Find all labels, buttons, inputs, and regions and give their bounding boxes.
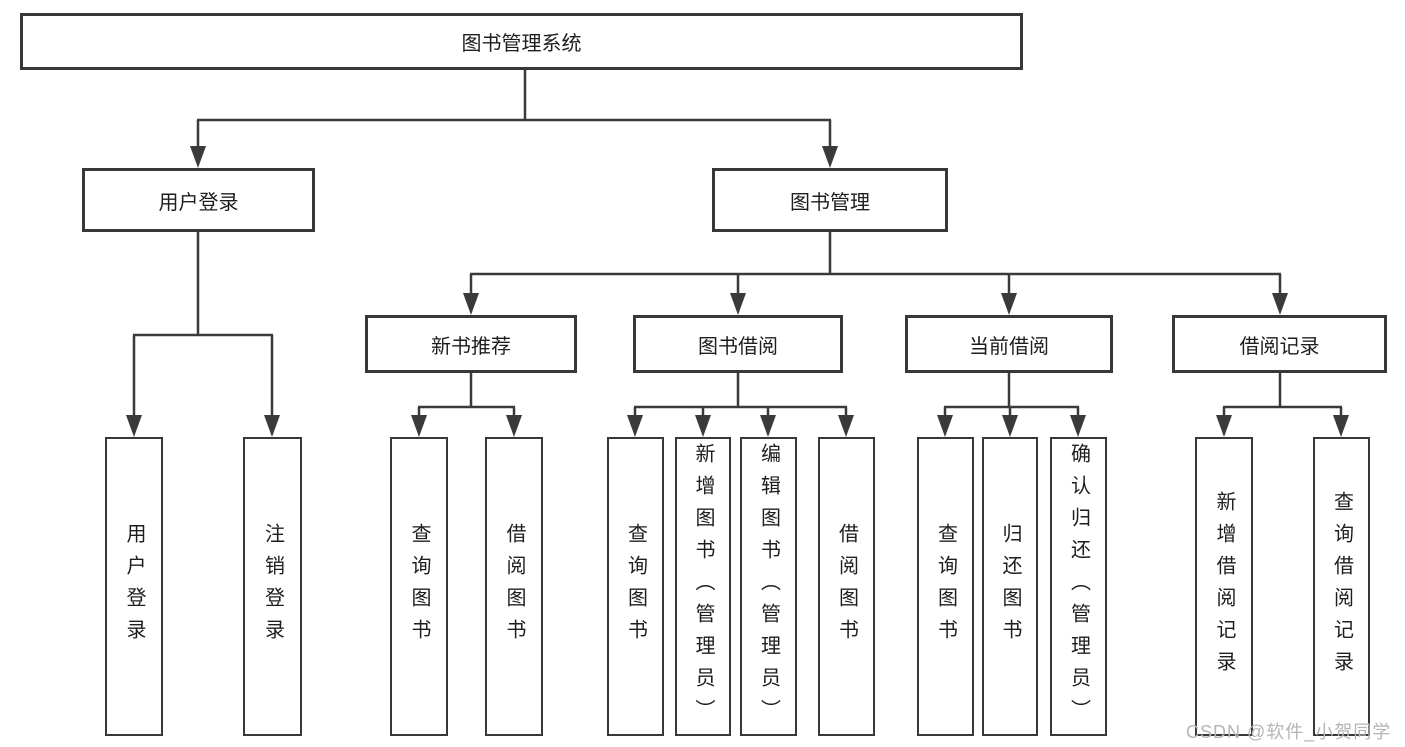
leaf-current-return-books: 归还图书 [982, 437, 1038, 736]
node-book-borrow: 图书借阅 [633, 315, 843, 373]
arrowheads [126, 146, 1349, 437]
node-borrow-records: 借阅记录 [1172, 315, 1387, 373]
leaf-newbook-borrow-books: 借阅图书 [485, 437, 543, 736]
leaf-label: 编辑图书（管理员） [757, 442, 780, 731]
node-label: 图书管理 [790, 191, 870, 214]
leaf-label: 借阅图书 [835, 522, 858, 651]
leaf-label: 借阅图书 [503, 522, 525, 651]
node-label: 图书借阅 [698, 335, 778, 358]
node-label: 新书推荐 [431, 335, 511, 358]
leaf-label: 新增借阅记录 [1213, 490, 1235, 683]
leaf-label: 查询图书 [934, 522, 957, 651]
node-user-login: 用户登录 [82, 168, 315, 232]
leaf-logout: 注销登录 [243, 437, 302, 736]
leaf-label: 用户登录 [123, 522, 145, 651]
leaf-label: 查询借阅记录 [1330, 490, 1353, 683]
node-current-borrow: 当前借阅 [905, 315, 1113, 373]
node-book-management: 图书管理 [712, 168, 948, 232]
node-new-book-recommend: 新书推荐 [365, 315, 577, 373]
leaf-borrow-query-books: 查询图书 [607, 437, 664, 736]
leaf-label: 归还图书 [999, 522, 1021, 651]
leaf-label: 查询图书 [624, 522, 647, 651]
watermark: CSDN @软件_小贺同学 [1186, 722, 1392, 742]
leaf-user-login: 用户登录 [105, 437, 163, 736]
leaf-label: 注销登录 [261, 522, 284, 651]
leaf-borrow-add-books-admin: 新增图书（管理员） [675, 437, 731, 736]
node-label: 当前借阅 [969, 335, 1049, 358]
leaf-label: 新增图书（管理员） [692, 442, 714, 731]
leaf-records-query-record: 查询借阅记录 [1313, 437, 1370, 736]
node-label: 借阅记录 [1239, 335, 1320, 358]
leaf-label: 查询图书 [408, 522, 430, 651]
leaf-newbook-query-books: 查询图书 [390, 437, 448, 736]
leaf-records-add-record: 新增借阅记录 [1195, 437, 1253, 736]
node-root: 图书管理系统 [20, 13, 1023, 70]
leaf-current-query-books: 查询图书 [917, 437, 974, 736]
leaf-borrow-borrow-books: 借阅图书 [818, 437, 875, 736]
leaf-label: 确认归还（管理员） [1067, 442, 1090, 731]
node-label: 图书管理系统 [461, 33, 582, 55]
leaf-borrow-edit-books-admin: 编辑图书（管理员） [740, 437, 797, 736]
leaf-current-confirm-return-admin: 确认归还（管理员） [1050, 437, 1107, 736]
node-label: 用户登录 [158, 191, 239, 214]
